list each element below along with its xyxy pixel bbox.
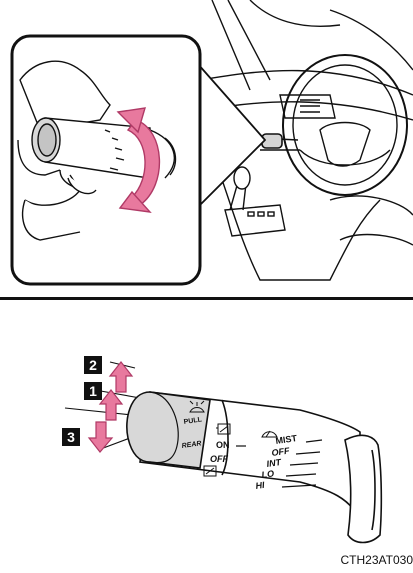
rear-on-label: ON <box>216 440 230 450</box>
svg-text:3: 3 <box>67 429 75 445</box>
section-divider <box>0 297 413 300</box>
figure-code: CTH23AT030 <box>341 553 413 567</box>
wiper-lever <box>127 392 381 543</box>
rear-off-label: OFF <box>210 454 228 464</box>
step-3-badge: 3 <box>62 428 80 446</box>
svg-text:2: 2 <box>89 357 97 373</box>
step-3-arrow <box>89 422 112 452</box>
front-lo-label: LO <box>261 468 275 480</box>
svg-text:1: 1 <box>89 383 97 399</box>
step-1-badge: 1 <box>84 382 102 400</box>
step-2-badge: 2 <box>84 356 102 374</box>
front-hi-label: HI <box>255 480 266 491</box>
